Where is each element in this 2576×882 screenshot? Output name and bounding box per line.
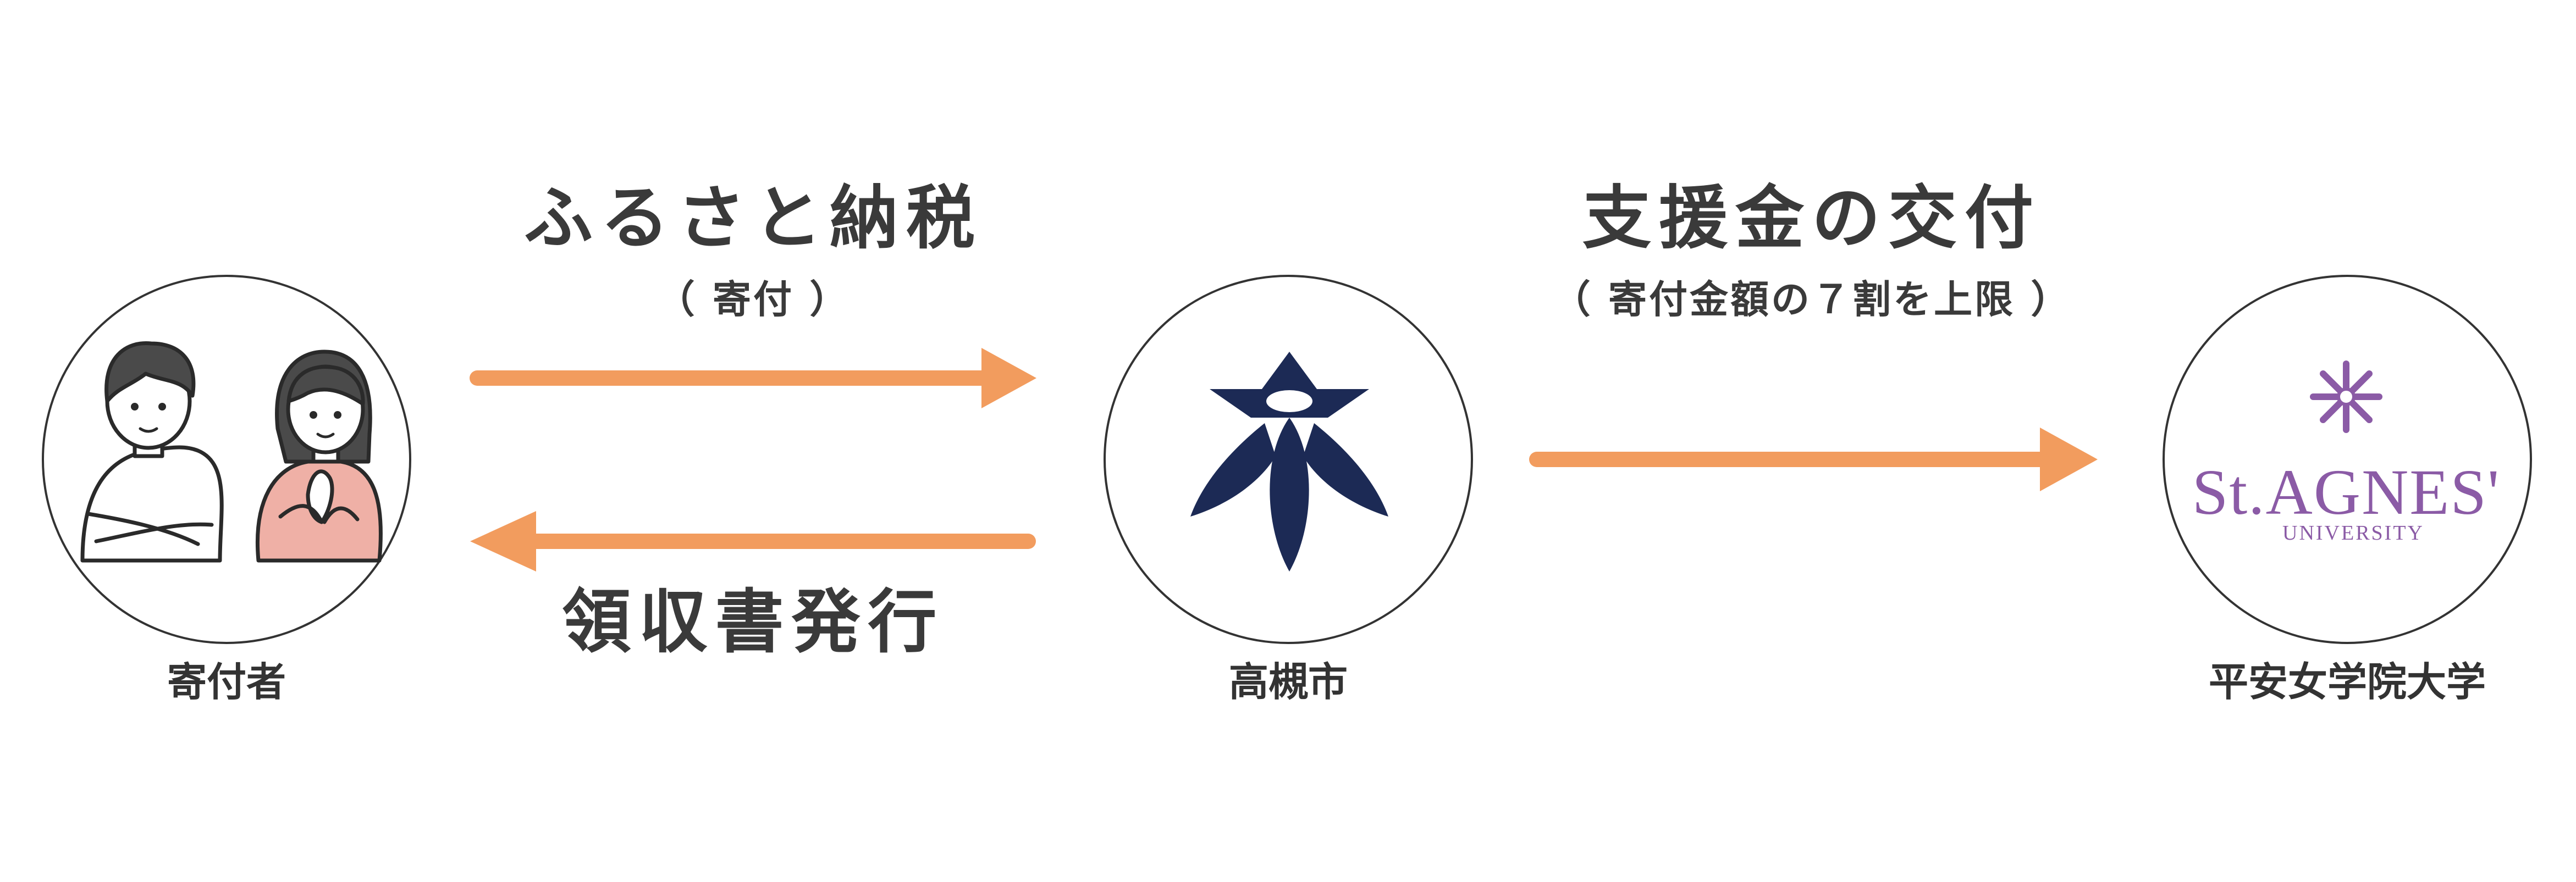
furusato-tax-subtitle: （ 寄付 ） <box>495 280 1012 319</box>
city-label: 高槻市 <box>1123 662 1453 702</box>
man-figure <box>82 343 222 561</box>
donor-label: 寄付者 <box>62 662 391 702</box>
woman-figure <box>257 352 380 561</box>
takatsuki-city-emblem <box>1190 352 1388 572</box>
support-grant-title: 支援金の交付 <box>1507 184 2117 253</box>
arrow-city-to-donor <box>470 511 1028 572</box>
university-label: 平安女学院大学 <box>2127 662 2567 702</box>
university-logo-sub-text: UNIVERSITY <box>2282 522 2424 545</box>
receipt-issuance-title: 領収書発行 <box>495 588 1012 657</box>
arrow-donor-to-city <box>477 348 1036 408</box>
university-logo-main-text: St.AGNES' <box>2192 456 2501 528</box>
donor-couple-illustration <box>82 343 380 561</box>
support-grant-subtitle: （ 寄付金額の７割を上限 ） <box>1507 280 2117 319</box>
arrow-city-to-university <box>1537 428 2098 491</box>
furusato-tax-title: ふるさと納税 <box>495 184 1012 253</box>
st-agnes-university-logo: St.AGNES' UNIVERSITY <box>2192 364 2501 545</box>
